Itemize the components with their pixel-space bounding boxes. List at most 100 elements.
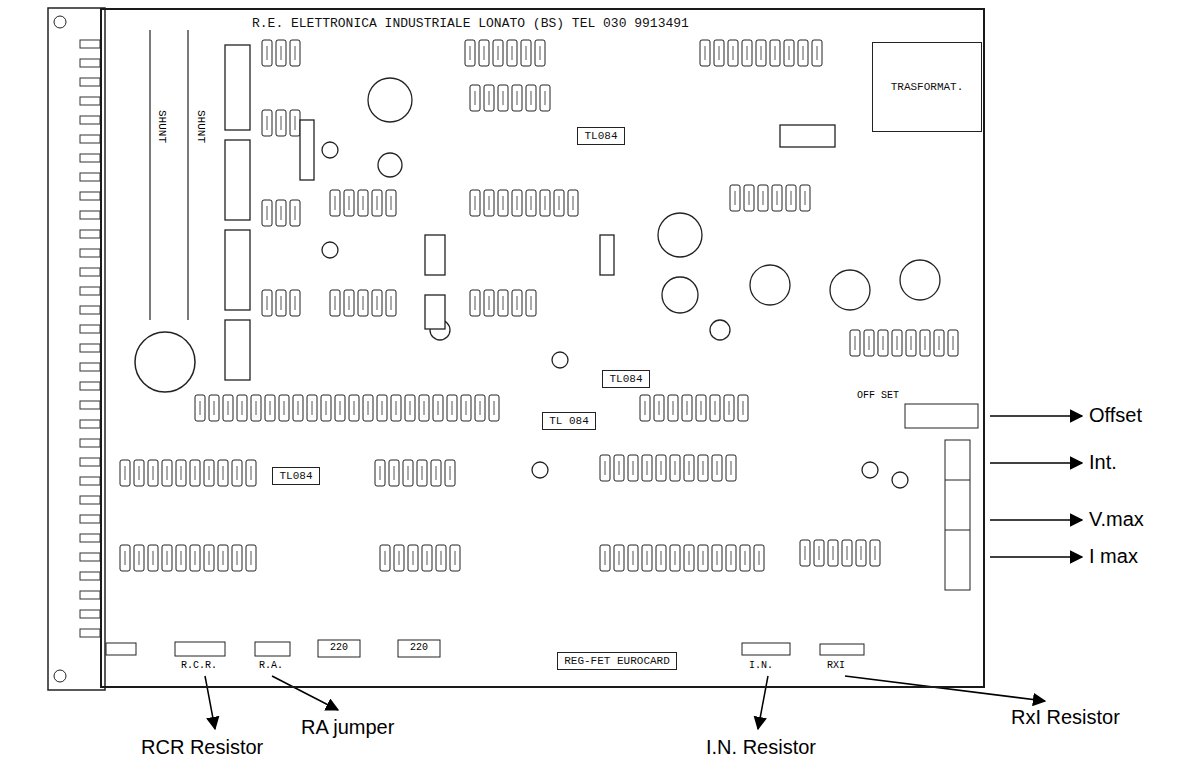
resistor-band: [531, 296, 532, 310]
resistor-symbol: [640, 395, 650, 421]
capacitor-symbol: [378, 153, 402, 177]
resistor-band: [939, 336, 940, 350]
leader-arrow: [990, 519, 1082, 521]
resistor-band: [805, 546, 806, 560]
callout-label: RA jumper: [300, 716, 395, 739]
resistor-band: [703, 461, 704, 475]
resistor-symbol: [162, 545, 172, 571]
resistor-band: [125, 551, 126, 565]
resistor-symbol: [696, 395, 706, 421]
connector-pad: [80, 40, 100, 48]
resistor-band: [545, 91, 546, 105]
resistor-symbol: [526, 190, 536, 216]
connector-pad: [80, 553, 100, 561]
jumper-symbol: [255, 642, 290, 656]
resistor-band: [438, 401, 439, 415]
resistor-symbol: [265, 395, 275, 421]
label-anchor: RxI Resistor: [1010, 706, 1121, 729]
resistor-symbol: [276, 40, 286, 66]
resistor-symbol: [276, 110, 286, 136]
label-anchor: OFF SET: [856, 390, 900, 401]
resistor-band: [689, 461, 690, 475]
resistor-band: [195, 551, 196, 565]
label-anchor: 220: [329, 642, 349, 653]
leader-arrow: [990, 462, 1082, 464]
connector-pad: [80, 629, 100, 637]
resistor-band: [735, 191, 736, 205]
resistor-symbol: [445, 460, 455, 486]
resistor-symbol: [419, 395, 429, 421]
resistor-band: [875, 546, 876, 560]
resistor-symbol: [756, 40, 766, 66]
resistor-band: [298, 401, 299, 415]
resistor-symbol: [447, 395, 457, 421]
resistor-band: [675, 461, 676, 475]
resistor-symbol: [358, 290, 368, 316]
capacitor-symbol: [900, 260, 940, 300]
resistor-band: [295, 296, 296, 310]
capacitor-symbol: [750, 265, 790, 305]
resistor-symbol: [195, 395, 205, 421]
resistor-symbol: [784, 40, 794, 66]
resistor-value: 220: [329, 642, 349, 653]
resistor-symbol: [422, 545, 432, 571]
resistor-symbol: [204, 545, 214, 571]
resistor-band: [139, 466, 140, 480]
node-text: R.E. ELETTRONICA INDUSTRIALE LONATO (BS)…: [250, 16, 691, 31]
resistor-band: [335, 196, 336, 210]
node-text: REG-FET EUROCARD: [564, 655, 670, 667]
resistor-band: [223, 466, 224, 480]
resistor-band: [326, 401, 327, 415]
resistor-band: [633, 461, 634, 475]
capacitor-symbol: [368, 78, 412, 122]
resistor-band: [763, 191, 764, 205]
resistor-band: [861, 546, 862, 560]
resistor-band: [731, 551, 732, 565]
resistor-symbol: [670, 545, 680, 571]
resistor-symbol: [754, 545, 764, 571]
resistor-symbol: [120, 460, 130, 486]
resistor-symbol: [521, 40, 531, 66]
resistor-symbol: [742, 643, 790, 655]
resistor-band: [167, 551, 168, 565]
resistor-band: [153, 466, 154, 480]
capacitor-symbol: [892, 472, 908, 488]
resistor-symbol: [290, 200, 300, 226]
resistor-symbol: [800, 185, 810, 211]
resistor-symbol: [728, 40, 738, 66]
resistor-band: [953, 336, 954, 350]
label-anchor: 220: [409, 642, 429, 653]
label-anchor: RA jumper: [300, 716, 395, 739]
resistor-band: [731, 461, 732, 475]
capacitor-symbol: [322, 142, 338, 158]
resistor-symbol: [698, 455, 708, 481]
resistor-band: [791, 191, 792, 205]
resistor-band: [833, 546, 834, 560]
capacitor-symbol: [662, 277, 698, 313]
resistor-symbol: [493, 40, 503, 66]
resistor-symbol: [568, 190, 578, 216]
resistor-symbol: [394, 545, 404, 571]
label-anchor: I max: [1088, 545, 1139, 568]
label-anchor: Offset: [1088, 404, 1143, 427]
connector-pad: [80, 230, 100, 238]
connector-pad: [80, 344, 100, 352]
resistor-band: [661, 551, 662, 565]
resistor-symbol: [262, 200, 272, 226]
resistor-symbol: [758, 185, 768, 211]
terminal-block: [225, 45, 250, 130]
ic-chip: TL 084: [542, 412, 596, 430]
resistor-symbol: [740, 545, 750, 571]
resistor-symbol: [176, 545, 186, 571]
resistor-symbol: [218, 460, 228, 486]
resistor-symbol: [375, 460, 385, 486]
resistor-band: [281, 46, 282, 60]
resistor-symbol: [148, 545, 158, 571]
resistor-band: [531, 91, 532, 105]
connector-pad: [80, 211, 100, 219]
resistor-symbol: [526, 85, 536, 111]
resistor-band: [354, 401, 355, 415]
leader-arrow: [272, 676, 338, 710]
resistor-symbol: [251, 395, 261, 421]
part-name: RXI: [826, 660, 846, 671]
